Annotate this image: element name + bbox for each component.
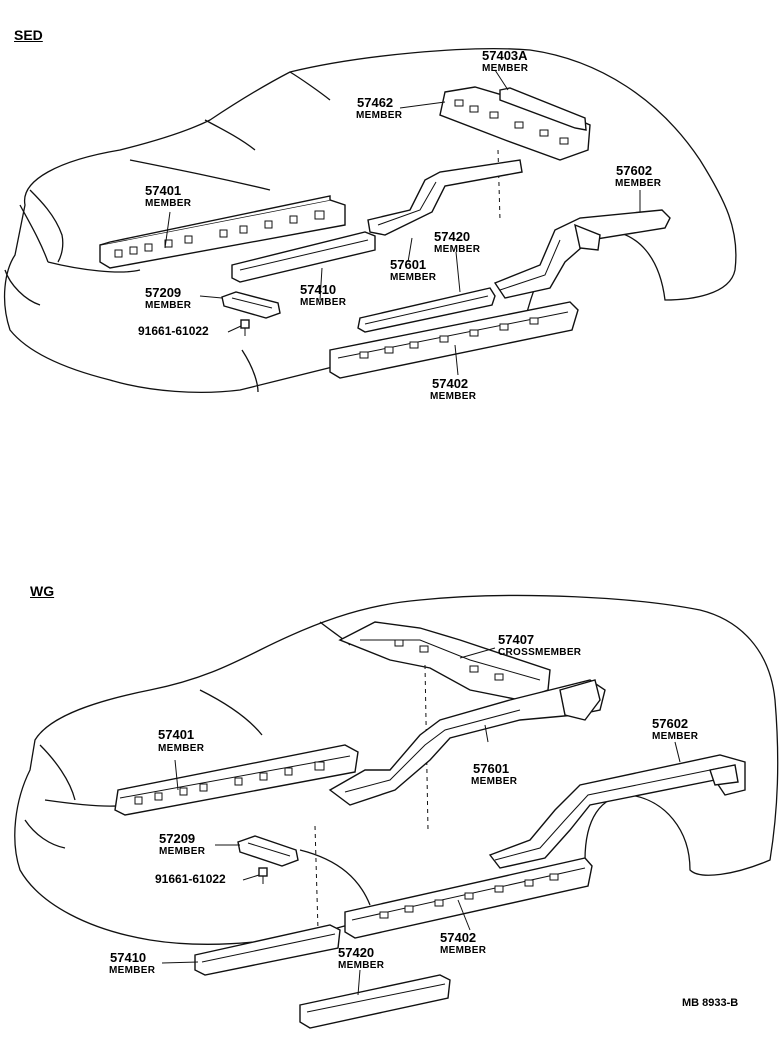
sed-57420-name: MEMBER [434, 244, 481, 255]
wg-57407-number: 57407 [498, 632, 535, 647]
sed-57601-number: 57601 [390, 257, 427, 272]
wg-screw-91661-shape [258, 867, 268, 884]
sed-57602-name: MEMBER [615, 178, 662, 189]
sed-part-57420-shape [357, 287, 496, 333]
sed-part-57403a-shape [439, 86, 591, 161]
wg-part-57401-shape [114, 744, 359, 816]
sed-57402-number: 57402 [432, 376, 469, 391]
wg-57401-name: MEMBER [158, 743, 205, 754]
wg-57402-number: 57402 [440, 930, 477, 945]
sed-57410-name: MEMBER [300, 297, 347, 308]
section-label-sed: SED [14, 27, 43, 43]
sed-part-57401-shape [99, 195, 346, 269]
sed-57462-name: MEMBER [356, 110, 403, 121]
sed-57401-name: MEMBER [145, 198, 192, 209]
wg-part-57420-shape [299, 974, 451, 1029]
sed-91661-number: 91661-61022 [138, 324, 209, 338]
wg-91661-number: 91661-61022 [155, 872, 226, 886]
wg-part-57407-shape [338, 621, 551, 701]
sed-screw-91661-shape [240, 319, 250, 336]
wg-57602-number: 57602 [652, 716, 689, 731]
sed-57402-name: MEMBER [430, 391, 477, 402]
wg-57601-name: MEMBER [471, 776, 518, 787]
wg-57407-name: CROSSMEMBER [498, 647, 582, 658]
wg-57420-name: MEMBER [338, 960, 385, 971]
sed-57401-number: 57401 [145, 183, 182, 198]
wg-part-57402-shape [344, 857, 593, 939]
sed-part-57209-shape [221, 291, 281, 319]
wg-57601-number: 57601 [473, 761, 510, 776]
wg-57209-number: 57209 [159, 831, 196, 846]
sed-57602-number: 57602 [616, 163, 653, 178]
wg-57410-number: 57410 [110, 950, 147, 965]
wg-57209-name: MEMBER [159, 846, 206, 857]
sed-part-57601-shape [367, 159, 523, 236]
wg-57420-number: 57420 [338, 945, 375, 960]
diagram-code: MB 8933-B [682, 997, 739, 1009]
sedan-body-outline [3, 48, 737, 393]
wg-part-57209-shape [237, 835, 299, 867]
sed-57209-name: MEMBER [145, 300, 192, 311]
sed-57420-number: 57420 [434, 229, 471, 244]
sed-57403a-name: MEMBER [482, 63, 529, 74]
section-label-wg: WG [30, 583, 55, 599]
wg-57402-name: MEMBER [440, 945, 487, 956]
wg-part-57601-shape [328, 679, 606, 806]
wg-part-57602-shape [488, 754, 746, 869]
sed-57462-number: 57462 [357, 95, 394, 110]
sed-57403a-number: 57403A [482, 48, 528, 63]
sed-part-57402-shape [329, 301, 579, 379]
wg-57401-number: 57401 [158, 727, 195, 742]
wg-57410-name: MEMBER [109, 965, 156, 976]
sed-part-57410-shape [231, 231, 376, 283]
sed-57209-number: 57209 [145, 285, 182, 300]
sed-57410-number: 57410 [300, 282, 337, 297]
wg-57602-name: MEMBER [652, 731, 699, 742]
sed-part-57602-shape [493, 209, 671, 299]
sed-57601-name: MEMBER [390, 272, 437, 283]
wg-part-57410-shape [194, 924, 341, 976]
